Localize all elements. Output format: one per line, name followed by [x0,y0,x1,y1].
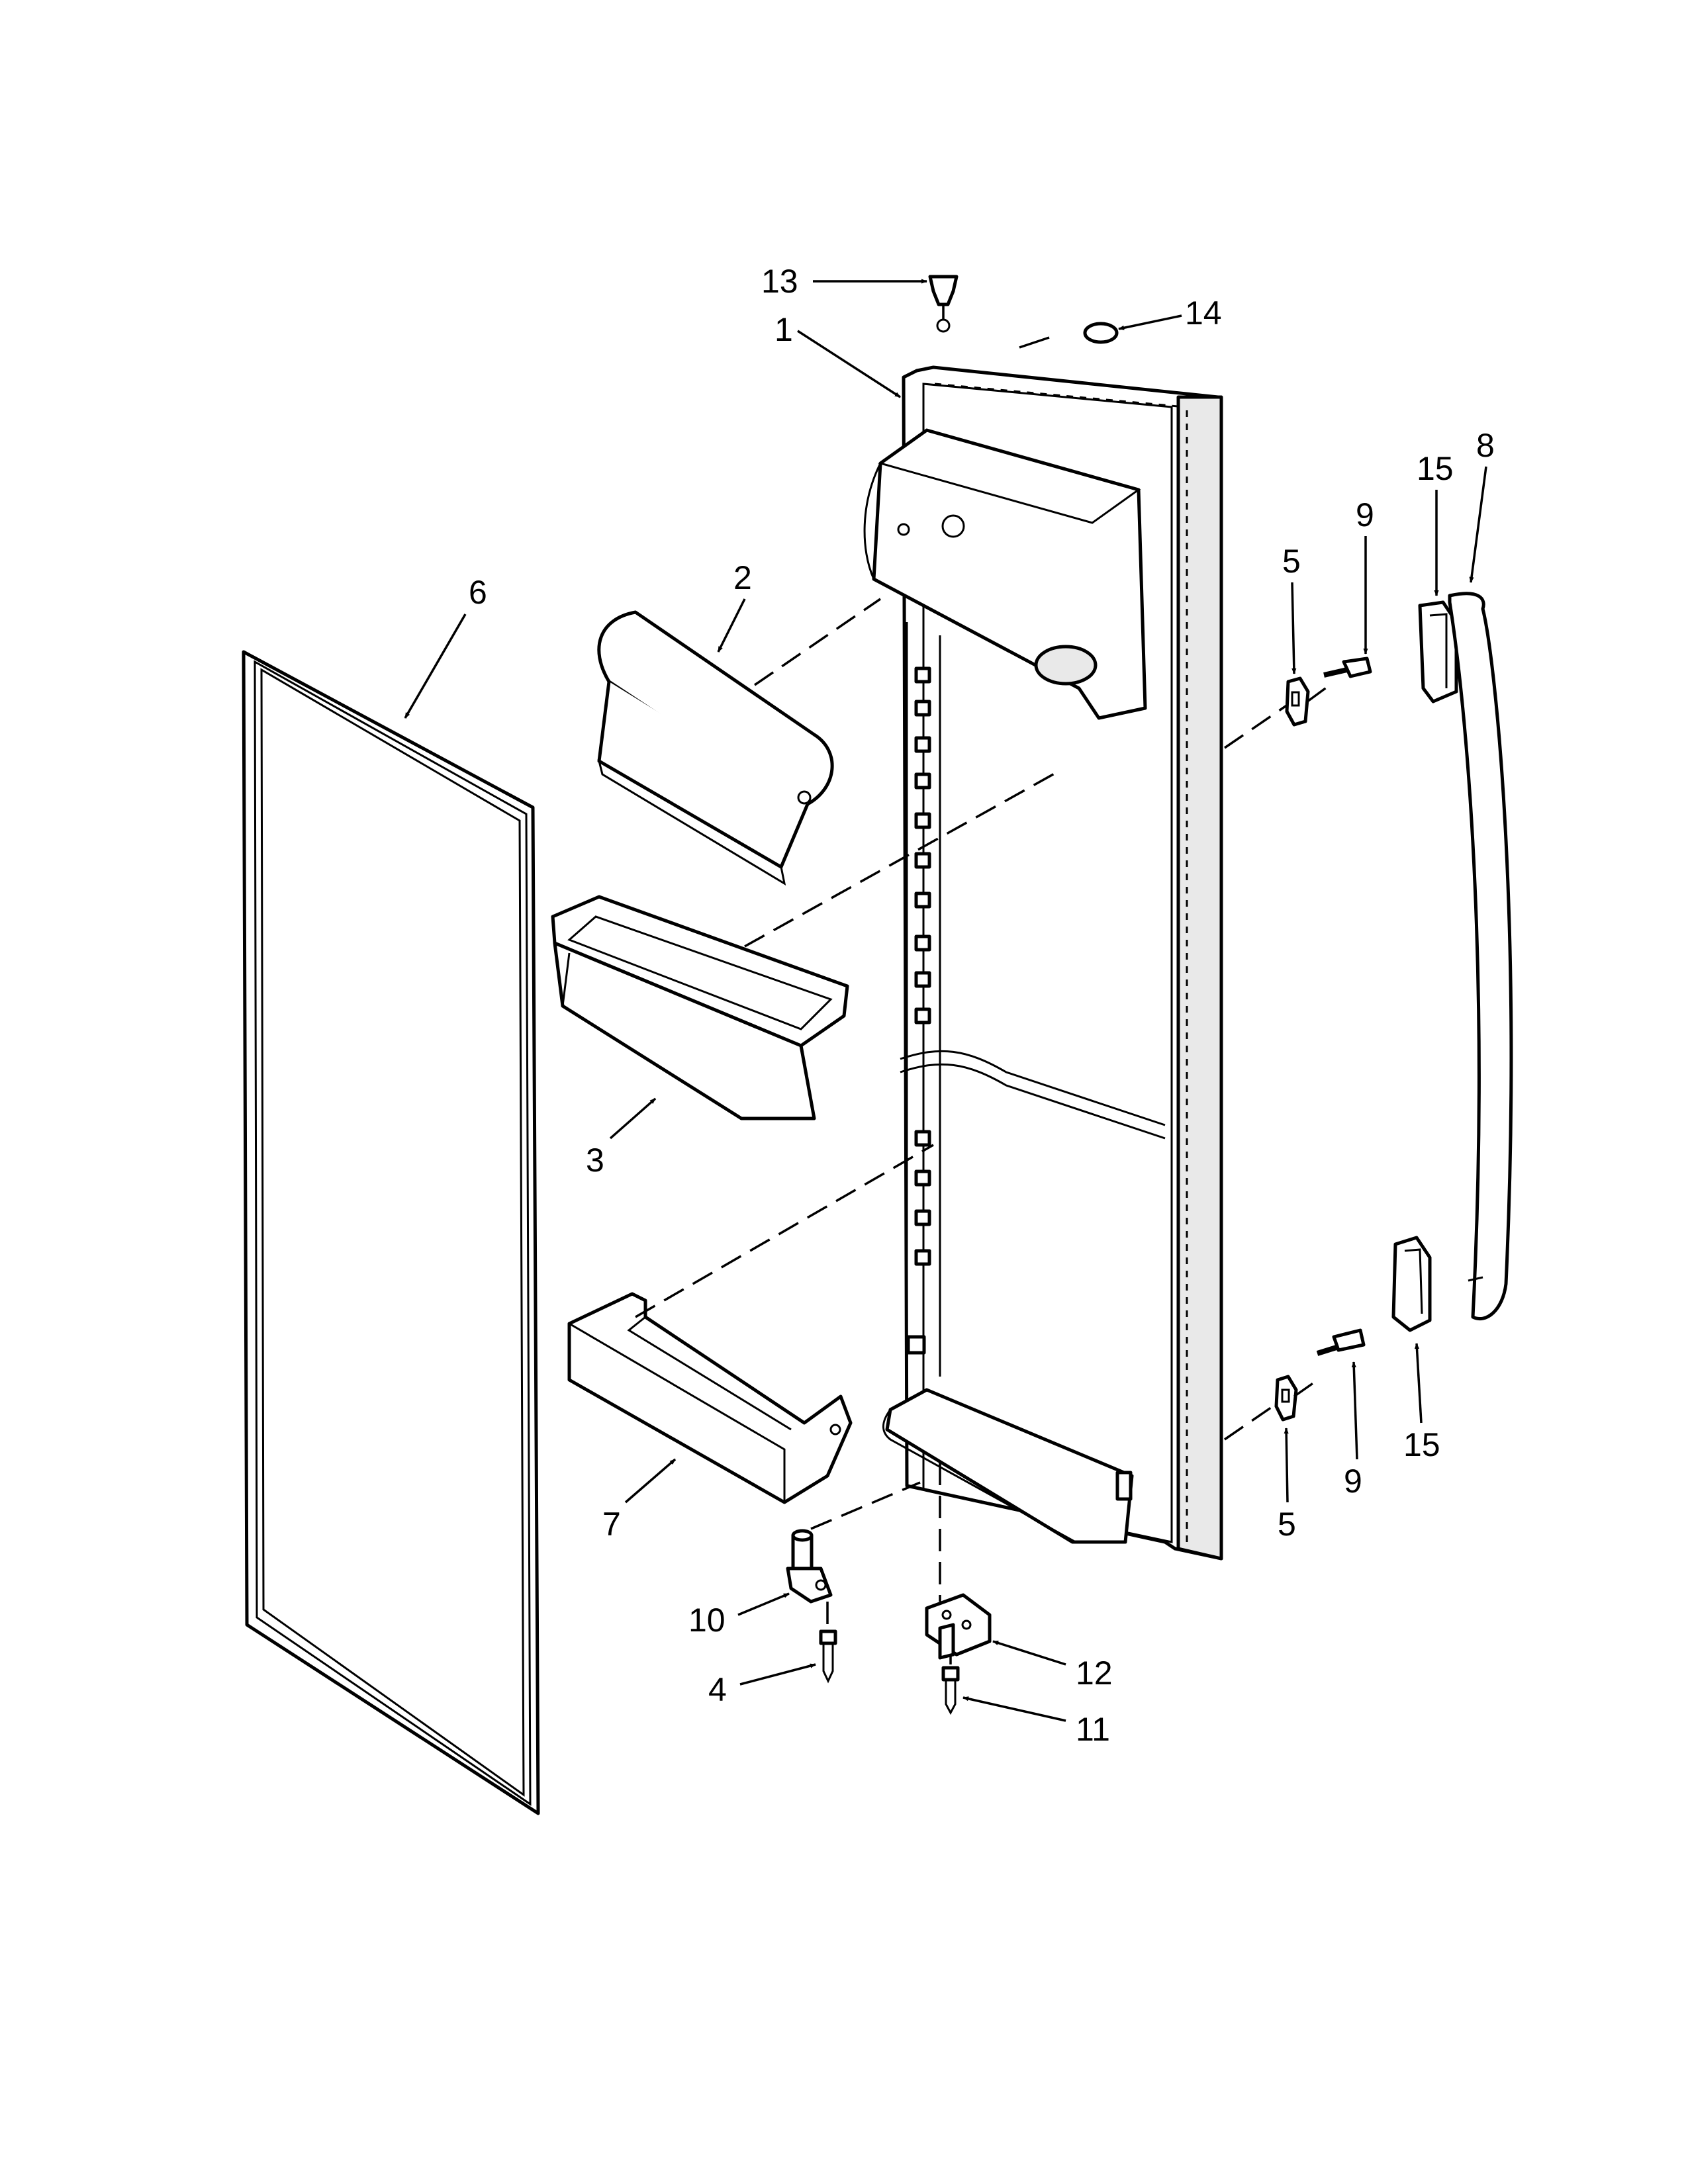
callout-13: 13 [761,263,798,300]
callout-5-bottom: 5 [1278,1506,1296,1543]
handle-clip-top [1285,676,1310,727]
handle-screw-top [1323,657,1372,678]
door-handle [1448,592,1513,1320]
door-gasket [242,650,540,1815]
callout-15-top: 15 [1417,450,1454,487]
callout-5-top: 5 [1282,543,1301,580]
callout-9-bottom: 9 [1344,1463,1362,1500]
door-plug [928,275,959,319]
shelf-pegs [914,666,931,1266]
handle-screw-bottom [1316,1328,1366,1356]
handle-end-cap-bottom [1391,1236,1432,1332]
callout-leaders [404,279,1487,1722]
callout-15-bottom: 15 [1403,1426,1440,1463]
lower-door-bin [567,1292,853,1504]
callout-8: 8 [1476,427,1495,464]
callout-3: 3 [586,1142,604,1179]
callout-9-top: 9 [1356,496,1374,533]
callout-7: 7 [602,1506,621,1543]
handle-end-cap-top [1418,600,1458,704]
door-bin [551,895,849,1120]
callout-14: 14 [1185,295,1222,332]
callout-12: 12 [1076,1655,1113,1692]
assembly-lines [635,598,1329,1664]
hinge-washer [1019,322,1119,349]
callout-4: 4 [708,1671,727,1708]
door-liner [863,318,1223,1561]
dairy-door [597,610,834,886]
bottom-hinge-bracket [925,1593,992,1660]
callout-6: 6 [469,574,487,611]
callout-2: 2 [733,559,752,596]
callout-11: 11 [1076,1711,1110,1748]
lower-hinge-pin [786,1529,833,1604]
bracket-screw [941,1666,960,1715]
handle-clip-bottom [1274,1375,1298,1422]
hinge-screw [819,1629,837,1684]
callout-labels: 13 14 1 8 15 9 5 2 6 3 15 9 5 7 10 12 4 … [469,263,1495,1748]
callout-10: 10 [688,1602,726,1639]
callout-1: 1 [774,311,793,348]
